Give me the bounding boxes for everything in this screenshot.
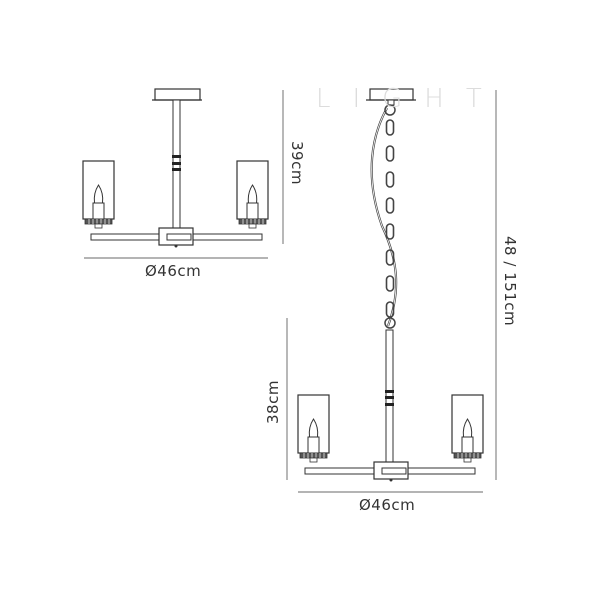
shade-left-icon xyxy=(297,394,330,463)
shade-right-icon xyxy=(451,394,484,463)
chain-icon xyxy=(384,104,396,329)
shade-right-icon xyxy=(236,160,269,229)
semi-flush-height-label: 39cm xyxy=(288,141,306,185)
watermark-text: LIGHT xyxy=(316,84,504,114)
semi-flush-width-label: Ø46cm xyxy=(145,262,202,280)
ceiling-plate-icon xyxy=(154,88,201,101)
pendant-body-height-label: 38cm xyxy=(264,380,282,424)
cable-icon xyxy=(370,107,398,327)
shade-left-icon xyxy=(82,160,115,229)
semi-flush-fitting xyxy=(82,88,269,248)
pendant-width-label: Ø46cm xyxy=(359,496,416,514)
pendant-fitting xyxy=(297,88,484,482)
pendant-total-height-label: 48 / 151cm xyxy=(501,236,519,327)
